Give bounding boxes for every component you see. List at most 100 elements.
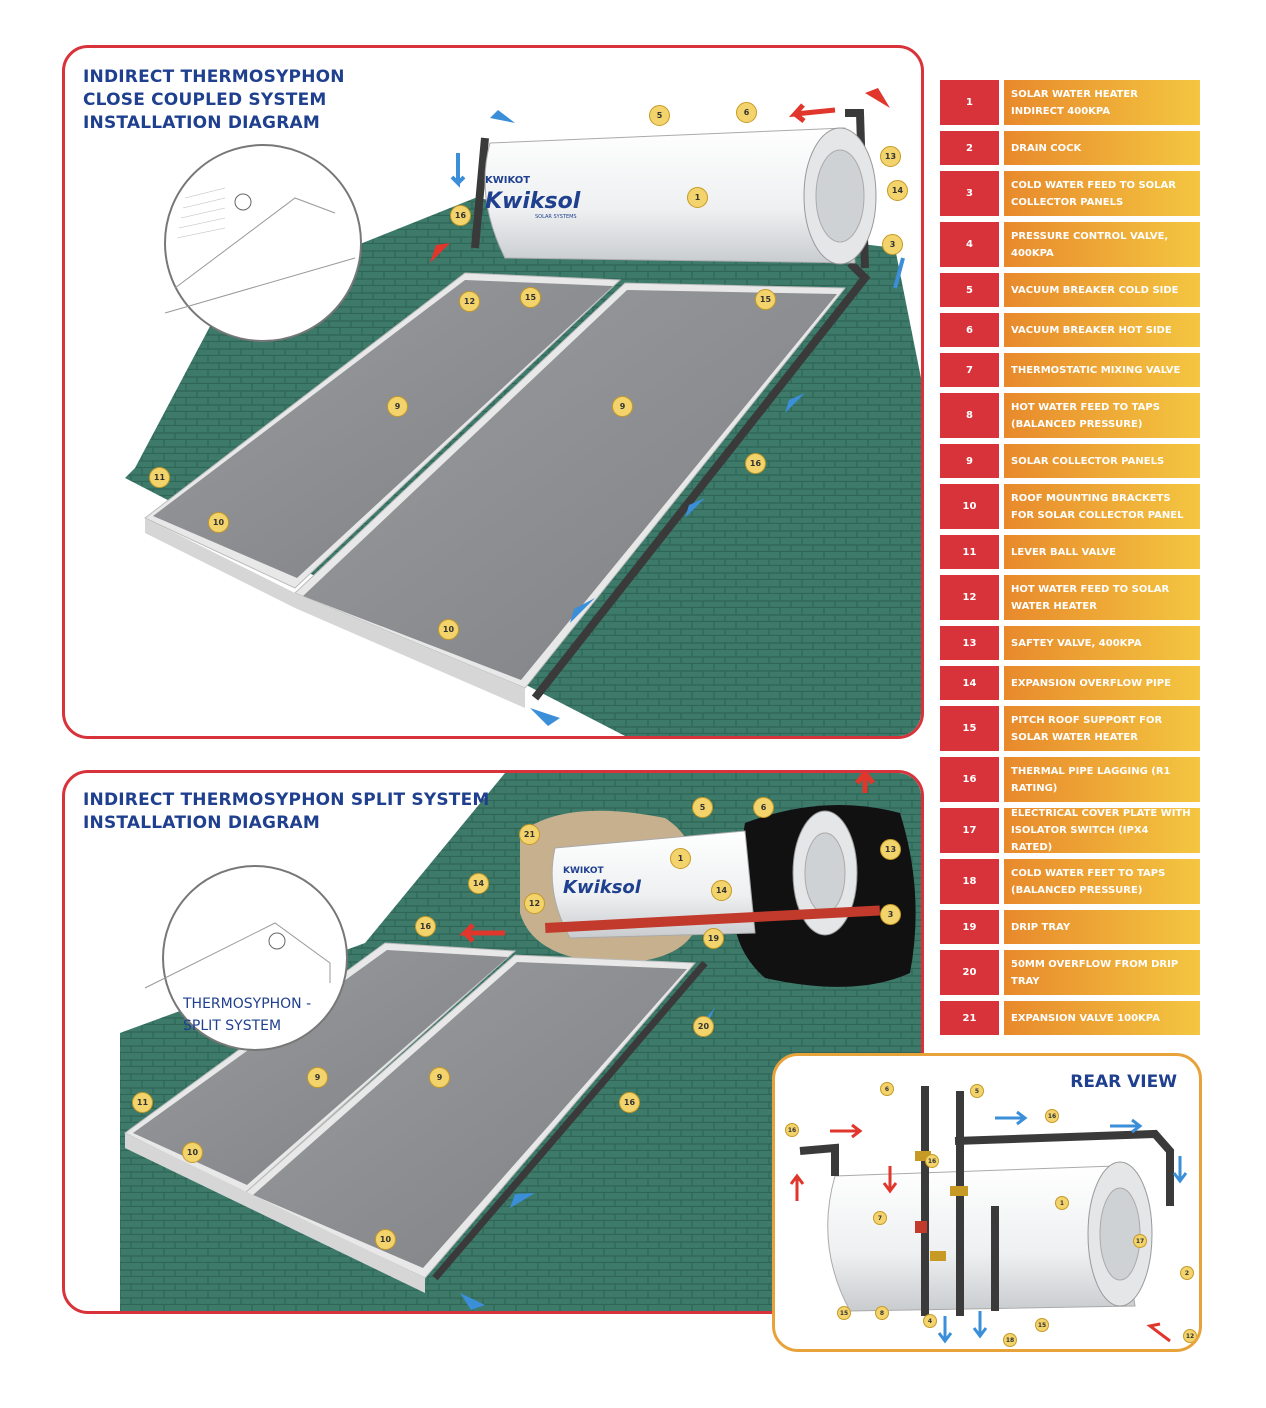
close-coupled-illustration: KWIKOT Kwiksol SOLAR SYSTEMS [125,88,921,736]
callout-15: 15 [1035,1318,1049,1332]
split-system-title: INDIRECT THERMOSYPHON SPLIT SYSTEM INSTA… [83,790,490,833]
legend-number: 9 [940,444,999,478]
legend-label: LEVER BALL VALVE [1004,535,1200,569]
legend-label: COLD WATER FEET TO TAPS (BALANCED PRESSU… [1004,859,1200,904]
legend-number: 14 [940,666,999,700]
legend-label: 50MM OVERFLOW FROM DRIP TRAY [1004,950,1200,995]
legend-number: 6 [940,313,999,347]
legend-label: VACUUM BREAKER COLD SIDE [1004,273,1200,307]
flow-arrows [430,88,905,726]
brand-kwiksol-logo: Kwiksol [563,877,642,898]
brand-kwikot-text: KWIKOT [563,866,604,876]
callout-16: 16 [619,1092,640,1113]
legend-label: ELECTRICAL COVER PLATE WITH ISOLATOR SWI… [1004,808,1200,853]
callout-17: 17 [1133,1234,1147,1248]
callout-12: 12 [1183,1329,1197,1343]
callout-6: 6 [880,1082,894,1096]
callout-5: 5 [692,797,713,818]
callout-9: 9 [387,396,408,417]
callout-1: 1 [687,187,708,208]
rear-view-title: REAR VIEW [1070,1072,1177,1092]
legend-label: COLD WATER FEED TO SOLAR COLLECTOR PANEL… [1004,171,1200,216]
callout-16: 16 [1045,1109,1059,1123]
rear-view-panel: REAR VIEW 6 5 16 16 16 1 7 17 2 15 8 4 1… [772,1053,1202,1352]
split-inset [144,865,348,1051]
callout-10: 10 [182,1142,203,1163]
callout-6: 6 [753,797,774,818]
callout-13: 13 [880,839,901,860]
callout-7: 7 [873,1211,887,1225]
callout-3: 3 [882,234,903,255]
callout-16: 16 [925,1154,939,1168]
legend-number: 19 [940,910,999,944]
solar-collector-panels [144,272,847,708]
legend-label: HOT WATER FEED TO TAPS (BALANCED PRESSUR… [1004,393,1200,438]
callout-14: 14 [711,880,732,901]
solar-water-heater-tank [484,127,877,265]
callout-16: 16 [745,453,766,474]
brand-kwikot-text: KWIKOT [485,175,530,186]
legend-number: 16 [940,757,999,802]
legend-number: 8 [940,393,999,438]
callout-15: 15 [755,289,776,310]
callout-14: 14 [468,873,489,894]
callout-9: 9 [612,396,633,417]
legend-number: 7 [940,353,999,387]
callout-19: 19 [703,928,724,949]
legend-number: 5 [940,273,999,307]
legend-label: SOLAR COLLECTOR PANELS [1004,444,1200,478]
legend-number: 20 [940,950,999,995]
legend-label: EXPANSION OVERFLOW PIPE [1004,666,1200,700]
legend-label: THERMAL PIPE LAGGING (R1 RATING) [1004,757,1200,802]
legend-label: EXPANSION VALVE 100KPA [1004,1001,1200,1035]
split-system-illustration: KWIKOT Kwiksol [120,773,921,1311]
legend-label: SAFTEY VALVE, 400KPA [1004,626,1200,660]
callout-12: 12 [459,291,480,312]
brand-kwiksol-logo: Kwiksol [485,189,581,214]
roof-pitch-inset [164,144,362,342]
close-coupled-title: INDIRECT THERMOSYPHON CLOSE COUPLED SYST… [83,67,345,133]
callout-18: 18 [1003,1333,1017,1347]
callout-10: 10 [208,512,229,533]
callout-12: 12 [524,893,545,914]
legend-number: 15 [940,706,999,751]
legend-label: HOT WATER FEED TO SOLAR WATER HEATER [1004,575,1200,620]
legend-number: 1 [940,80,999,125]
rear-view-illustration [789,1086,1188,1344]
legend-number: 18 [940,859,999,904]
callout-1: 1 [1055,1196,1069,1210]
callout-11: 11 [149,467,170,488]
callout-5: 5 [970,1084,984,1098]
brand-subtitle: SOLAR SYSTEMS [535,214,577,220]
callout-20: 20 [693,1016,714,1037]
legend-label: ROOF MOUNTING BRACKETS FOR SOLAR COLLECT… [1004,484,1200,529]
callout-16: 16 [415,916,436,937]
callout-14: 14 [887,180,908,201]
legend-label: PITCH ROOF SUPPORT FOR SOLAR WATER HEATE… [1004,706,1200,751]
legend-label: DRAIN COCK [1004,131,1200,165]
legend-number: 21 [940,1001,999,1035]
callout-10: 10 [375,1229,396,1250]
callout-11: 11 [132,1092,153,1113]
callout-3: 3 [880,904,901,925]
callout-13: 13 [880,146,901,167]
legend-number: 17 [940,808,999,853]
